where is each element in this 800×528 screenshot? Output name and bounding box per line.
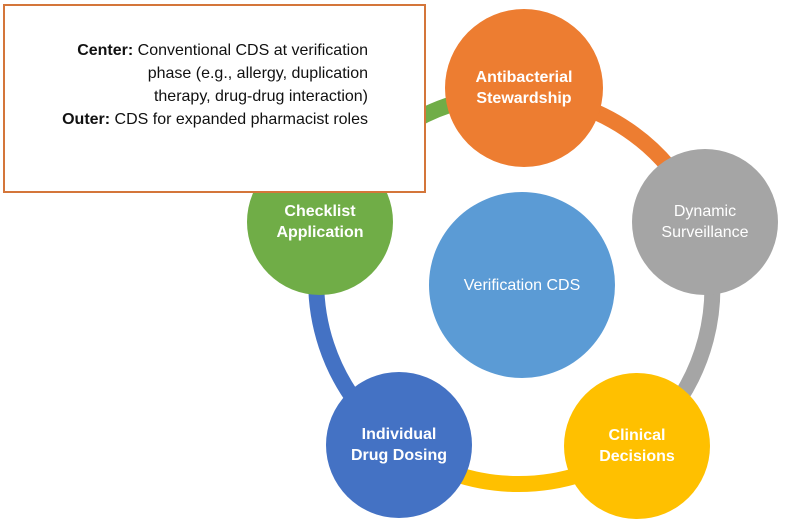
center-node-text: Verification CDS [463, 276, 581, 294]
node-label-line-1: Individual [361, 426, 437, 443]
legend-center-line-3: therapy, drug-drug interaction) [153, 88, 368, 105]
node-circle-clinical-decisions [564, 373, 710, 519]
node-circle-antibacterial-stewardship [445, 9, 603, 167]
node-label-line-1: Checklist [284, 203, 356, 220]
legend-center-line-2: phase (e.g., allergy, duplication [147, 65, 368, 82]
legend-outer-line: Outer: CDS for expanded pharmacist roles [62, 109, 368, 131]
node-circle-individual-drug-dosing [326, 372, 472, 518]
center-node-label: Verification CDS [429, 265, 615, 305]
node-label-line-1: Dynamic [673, 203, 737, 220]
node-label-line-2: Decisions [599, 448, 675, 465]
legend-center-line-1: Center: Conventional CDS at verification [77, 40, 368, 62]
node-label-line-2: Application [276, 224, 364, 241]
node-label-line-1: Clinical [608, 427, 666, 444]
legend-outer-key: Outer: [62, 111, 111, 128]
legend-box: Center: Conventional CDS at verification… [3, 4, 426, 193]
node-circle-dynamic-surveillance [632, 149, 778, 295]
center-node-circle [429, 192, 615, 378]
node-label-dynamic-surveillance: Dynamic Surveillance [642, 196, 768, 248]
node-label-clinical-decisions: Clinical Decisions [574, 420, 700, 472]
node-label-line-2: Drug Dosing [351, 447, 447, 464]
legend-center-text-1: Conventional CDS at verification [137, 42, 368, 59]
node-label-individual-drug-dosing: Individual Drug Dosing [336, 419, 462, 471]
node-label-checklist-application: Checklist Application [257, 196, 383, 248]
legend-center-key: Center: [77, 42, 134, 59]
node-label-line-2: Stewardship [476, 90, 572, 107]
node-label-antibacterial-stewardship: Antibacterial Stewardship [455, 62, 593, 114]
node-label-line-2: Surveillance [661, 224, 749, 241]
legend-outer-text: CDS for expanded pharmacist roles [114, 111, 368, 128]
node-label-line-1: Antibacterial [475, 69, 573, 86]
